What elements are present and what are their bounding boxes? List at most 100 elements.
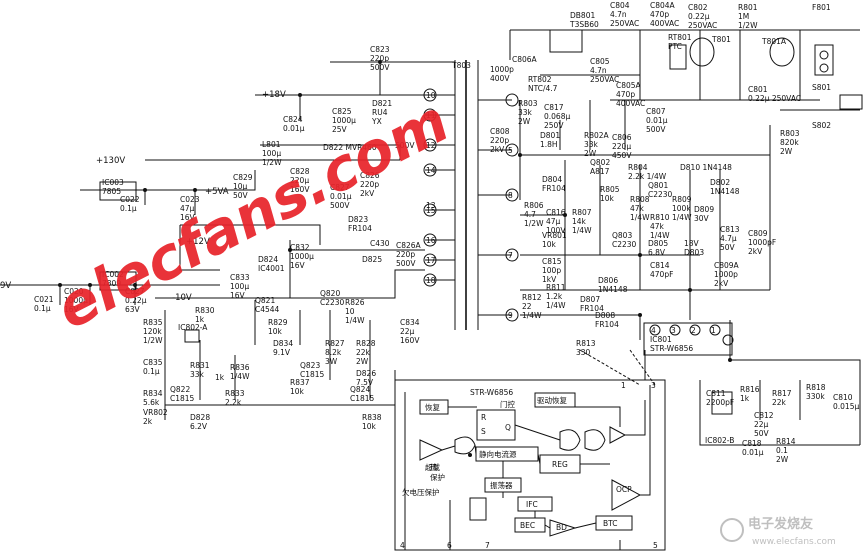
label-r826-0: R826 — [345, 298, 365, 307]
label-c823-0: C823 — [370, 45, 390, 54]
label-ic003-0: IC003 — [102, 178, 124, 187]
pin-5: 16 — [426, 236, 436, 245]
label-c804a-0: C804A — [650, 1, 676, 10]
ic003-body — [99, 181, 137, 201]
block-protect: 保护 — [430, 472, 445, 482]
label-c827-2: 500V — [330, 201, 350, 210]
t801a-body — [769, 37, 795, 67]
label-rt801-1: PTC — [668, 42, 682, 51]
label-c817-1: 0.068μ — [544, 112, 570, 121]
label-d834-1: 9.1V — [273, 348, 291, 357]
label-c806b-1: 220μ — [612, 142, 631, 151]
label-c825-2: 25V — [332, 125, 348, 134]
label-r836-1: 1/4W — [230, 372, 250, 381]
label-t801a-0: T801A — [761, 37, 787, 46]
block-sub: 门控 — [500, 399, 515, 409]
rail-r18: +18V — [262, 90, 286, 100]
label-r813-0: R813 — [576, 339, 596, 348]
label-r1k-0: 1k — [215, 373, 225, 382]
label-c826-0: C826 — [360, 171, 380, 180]
or-gate-2 — [584, 429, 606, 451]
label-c023-2: 16V — [180, 213, 196, 222]
pin-12: 9 — [508, 311, 513, 320]
label-r829-0: R829 — [268, 318, 288, 327]
winding-pins — [423, 88, 734, 346]
label-c815-2: 1kV — [542, 275, 557, 284]
label-r831-1: 33k — [190, 370, 205, 379]
label-c833-2: 16V — [230, 291, 246, 300]
label-c804a-1: 470p — [650, 10, 669, 19]
label-r803a-2: 2W — [518, 117, 531, 126]
label-d801-1: 1.8H — [540, 140, 558, 149]
label-r806-0: R806 — [524, 201, 544, 210]
pin-0: 10 — [426, 91, 436, 100]
label-d825-0: D825 — [362, 255, 382, 264]
pin-4: 15 — [426, 206, 436, 215]
label-c829-1: 10μ — [233, 182, 248, 191]
label-c806a-0: C806A — [512, 55, 538, 64]
comp-1 — [419, 439, 444, 461]
label-rt802-0: RT802 — [528, 75, 552, 84]
label-d801-0: D801 — [540, 131, 560, 140]
block-bd: BD — [556, 523, 567, 532]
label-c806b-0: C806 — [612, 133, 632, 142]
label-r818-0: R818 — [806, 383, 826, 392]
block-pin-5: 5 — [653, 541, 658, 550]
label-r801-1: 1M — [738, 12, 749, 21]
label-c833-0: C833 — [230, 273, 250, 282]
watermark-text: elecfans.com — [45, 87, 459, 343]
label-r804-0: R804 — [628, 163, 648, 172]
block-pin-4: 7 — [485, 541, 490, 550]
label-c023-0: C023 — [180, 195, 200, 204]
label-ic802a-0: IC802-A — [178, 323, 208, 332]
label-v500-0: 500V — [395, 141, 415, 150]
label-c827-1: 0.01μ — [330, 192, 352, 201]
label-c834-2: 160V — [400, 336, 420, 345]
label-c832-1: 1000μ — [290, 252, 314, 261]
label-ic003-1: 7805 — [102, 187, 121, 196]
label-r833-1: 2.2k — [225, 398, 242, 407]
label-r827-0: R827 — [325, 339, 345, 348]
label-c807-1: 0.01μ — [646, 116, 668, 125]
label-r817-1: 22k — [772, 398, 787, 407]
label-r801-0: R801 — [738, 3, 758, 12]
label-c826-2: 2kV — [360, 189, 375, 198]
block-r: R — [481, 413, 486, 422]
label-c807-2: 500V — [646, 125, 666, 134]
label-r812-2: 1/4W — [522, 311, 542, 320]
pin-14: 3 — [671, 326, 676, 335]
t801-body — [689, 37, 715, 67]
brand-logo: 电子发烧友 www.elecfans.com — [720, 516, 836, 547]
label-d806-1: 1N4148 — [598, 285, 628, 294]
label-s801-0: S801 — [812, 83, 831, 92]
label-c814-0: C814 — [650, 261, 670, 270]
drive-box — [534, 392, 576, 408]
label-c802-0: C802 — [688, 3, 708, 12]
label-c809a-2: 2kV — [714, 279, 729, 288]
block-pin-2: 4 — [400, 541, 405, 550]
brand-url: www.elecfans.com — [752, 537, 836, 547]
block-recover: 恢复 — [425, 402, 440, 412]
label-c825-0: C825 — [332, 107, 352, 116]
label-vr802-0: VR802 — [143, 408, 168, 417]
label-r811-2: 1/4W — [546, 301, 566, 310]
label-c811-1: 2200pF — [706, 398, 734, 407]
label-q801-1: C2230 — [648, 190, 673, 199]
label-c823-2: 500V — [370, 63, 390, 72]
label-q822-0: Q822 — [170, 385, 190, 394]
label-c826a-0: C826A — [396, 241, 422, 250]
label-r808-1: 47k — [630, 204, 645, 213]
label-q820-1: C2230 — [320, 298, 345, 307]
label-r810-1: 47k — [650, 222, 665, 231]
block-frame — [394, 379, 666, 551]
label-c826-1: 220p — [360, 180, 379, 189]
label-r803a-1: 33k — [518, 108, 533, 117]
label-r838-1: 10k — [362, 422, 377, 431]
block-osc: 振荡器 — [490, 480, 513, 490]
block-reg: REG — [552, 460, 568, 469]
label-r809-0: R809 — [672, 195, 692, 204]
label-r833-0: R833 — [225, 389, 245, 398]
